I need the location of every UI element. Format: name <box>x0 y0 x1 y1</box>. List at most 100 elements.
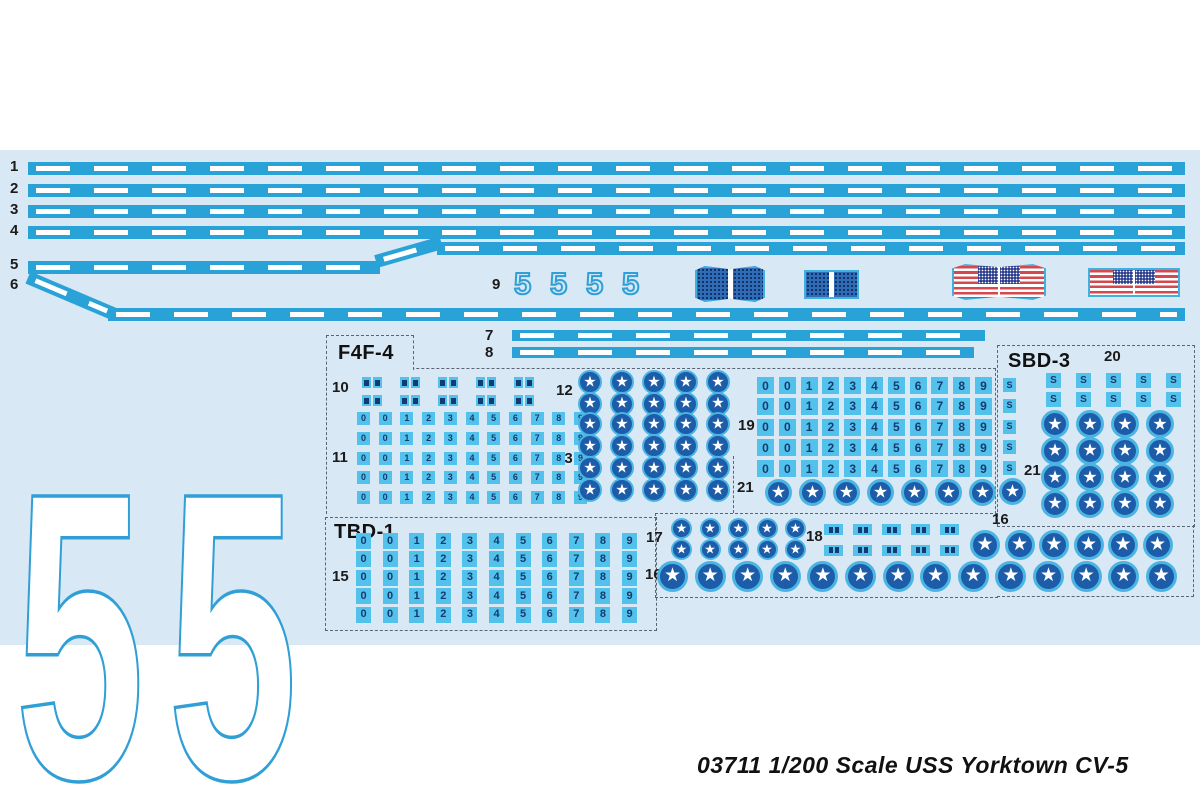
digit-tile: 4 <box>489 551 504 568</box>
item-label-10: 10 <box>332 379 349 396</box>
star-roundel: ★ <box>642 456 666 480</box>
us-flag-right <box>1000 266 1044 298</box>
digit-tile: 0 <box>357 431 370 445</box>
outlined-five-digit: 5 <box>513 266 532 301</box>
outlined-five-digit: 5 <box>621 266 640 301</box>
digit-tile: 8 <box>953 377 971 394</box>
digit-tile: 9 <box>622 588 637 605</box>
micro-mark-tile <box>487 377 496 388</box>
micro-mark-tile <box>525 395 534 406</box>
digit-tile: 5 <box>887 397 905 415</box>
stripe-label-2: 2 <box>10 180 19 197</box>
star-roundel: ★ <box>578 434 602 458</box>
digit-tile: 8 <box>953 460 971 478</box>
micro-mark-tile <box>882 524 901 535</box>
digit-tile: 1 <box>800 418 818 436</box>
digit-tile: 3 <box>844 460 862 478</box>
star-roundel: ★ <box>867 479 894 506</box>
digit-tile: 2 <box>435 588 451 605</box>
us-flag-pair-wavy <box>952 264 1046 300</box>
star-roundel: ★ <box>920 561 952 592</box>
group-label-tbd1: TBD-1 <box>334 521 396 543</box>
star-roundel: ★ <box>1041 463 1069 491</box>
digit-tile: S <box>1106 392 1121 407</box>
digit-tile: 2 <box>435 533 451 549</box>
star-roundel: ★ <box>833 479 860 506</box>
digit-tile: S <box>1106 373 1121 388</box>
item-label-19: 19 <box>738 417 755 434</box>
star-roundel: ★ <box>785 518 806 539</box>
star-roundel: ★ <box>642 434 666 458</box>
digit-tile: 0 <box>778 418 796 436</box>
digit-tile: 3 <box>443 431 457 445</box>
digit-tile: 2 <box>435 551 451 568</box>
stripe-label-7: 7 <box>485 327 494 344</box>
us-flag-pair-flat <box>1088 268 1180 297</box>
stripe-5-left <box>28 261 380 274</box>
digit-tile: 0 <box>778 377 796 394</box>
digit-tile: 5 <box>487 431 501 445</box>
digit-tile: 2 <box>422 431 436 445</box>
digit-tile: 8 <box>953 439 971 457</box>
sheet-title: 03711 1/200 Scale USS Yorktown CV-5 <box>697 752 1129 778</box>
stripe-5-right <box>437 242 1185 255</box>
star-roundel: ★ <box>935 479 962 506</box>
stripe-6-main <box>108 308 1185 321</box>
item-label-9: 9 <box>492 276 501 293</box>
micro-mark-tile <box>362 377 371 388</box>
digit-tile: 3 <box>844 397 862 415</box>
digit-tile: 6 <box>909 460 927 478</box>
big-number-text: 55 <box>15 407 321 800</box>
star-roundel: ★ <box>1004 530 1035 560</box>
stripe-5-bend <box>374 236 444 268</box>
digit-tile: 2 <box>822 439 840 457</box>
star-roundel: ★ <box>957 561 989 592</box>
digit-tile: 0 <box>757 418 774 436</box>
bottom-right-box-right <box>997 525 1194 597</box>
digit-tile: 5 <box>887 377 905 394</box>
digit-tile: 1 <box>400 451 414 465</box>
digit-tile: 4 <box>465 412 479 425</box>
item-label-21-row: 21 <box>737 479 754 496</box>
digit-tile: 5 <box>887 418 905 436</box>
digit-tile: 0 <box>778 460 796 478</box>
digit-tile: 6 <box>508 471 522 485</box>
us-flag-left <box>1090 270 1133 295</box>
star-roundel: ★ <box>1108 561 1140 592</box>
digit-tile: 0 <box>778 397 796 415</box>
star-roundel: ★ <box>1041 489 1069 518</box>
digit-tile: S <box>1003 419 1016 434</box>
digit-tile: 9 <box>975 377 992 394</box>
digit-tile: 4 <box>465 431 479 445</box>
digit-tile: 6 <box>508 451 522 465</box>
digit-tile: 4 <box>866 377 883 394</box>
sbd3-box <box>997 345 1195 527</box>
digit-tile: 2 <box>822 397 840 415</box>
bottom-right-box-left <box>655 513 998 598</box>
micro-marking-pair <box>400 395 420 406</box>
digit-tile: 4 <box>465 451 479 465</box>
digit-tile: 6 <box>508 431 522 445</box>
micro-marking-pair <box>362 395 382 406</box>
digit-tile: 0 <box>357 491 370 505</box>
digit-tile: 0 <box>378 431 392 445</box>
digit-tile: 5 <box>515 569 531 586</box>
digit-tile: 7 <box>568 551 584 568</box>
micro-mark-tile <box>362 395 371 406</box>
micro-mark-tile <box>911 544 930 556</box>
star-roundel: ★ <box>674 456 698 480</box>
micro-mark-tile <box>373 377 382 388</box>
item-label-18: 18 <box>806 528 823 545</box>
micro-mark-tile <box>449 395 458 406</box>
micro-mark-tile <box>882 544 901 556</box>
item-label-20: 20 <box>1104 348 1121 365</box>
star-roundel: ★ <box>995 561 1027 592</box>
star-roundel: ★ <box>1142 530 1173 560</box>
digit-tile: 3 <box>462 606 478 623</box>
digit-tile: 0 <box>757 397 774 415</box>
digit-tile: 1 <box>400 412 414 425</box>
digit-tile: 0 <box>357 412 370 425</box>
star-roundel: ★ <box>1070 561 1102 592</box>
digit-tile: S <box>1076 392 1091 407</box>
digit-tile: S <box>1136 392 1151 407</box>
